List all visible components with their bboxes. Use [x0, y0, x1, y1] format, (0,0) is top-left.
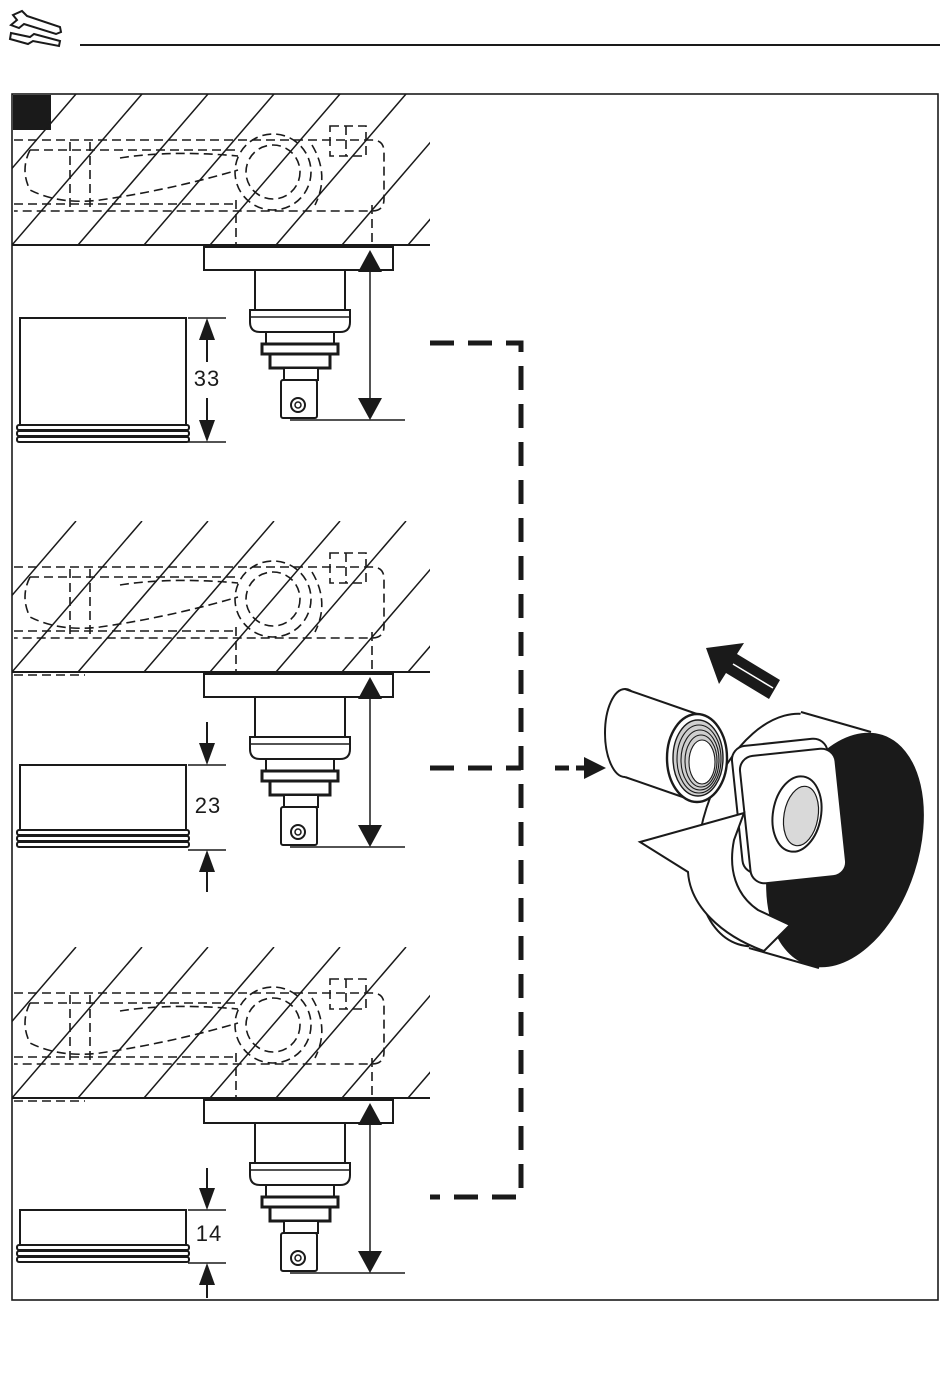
panel-3: 14: [0, 947, 538, 1298]
step-frame: [12, 94, 938, 1300]
valve-assembly: [204, 1100, 405, 1273]
tools-icon: [10, 11, 61, 46]
move-arrow-icon: [706, 643, 780, 699]
panel-2: 23: [0, 521, 538, 892]
wall-section: [0, 947, 538, 1098]
panel-1: 33: [0, 94, 538, 442]
mounting-plate: [731, 737, 848, 884]
sleeve-dimension: 14: [188, 1168, 226, 1298]
wall-section: [0, 521, 538, 672]
wall-section: [0, 94, 538, 245]
selection-bracket: [430, 343, 606, 1197]
dimension-label: 14: [196, 1221, 222, 1246]
dimension-label: 23: [195, 793, 221, 818]
sleeve-dimension: 33: [188, 318, 226, 442]
extension-sleeve: [17, 318, 189, 442]
step-marker-square: [13, 95, 51, 130]
valve-assembly: [204, 674, 405, 847]
dimension-label: 33: [194, 366, 220, 391]
extension-sleeve: [17, 765, 189, 847]
extension-sleeve: [17, 1210, 189, 1262]
arrow-icon: [584, 757, 606, 779]
sleeve-dimension: 23: [188, 722, 226, 892]
valve-assembly: [204, 247, 405, 420]
threaded-sleeve: [605, 689, 727, 802]
assembly-illustration: [605, 643, 950, 986]
